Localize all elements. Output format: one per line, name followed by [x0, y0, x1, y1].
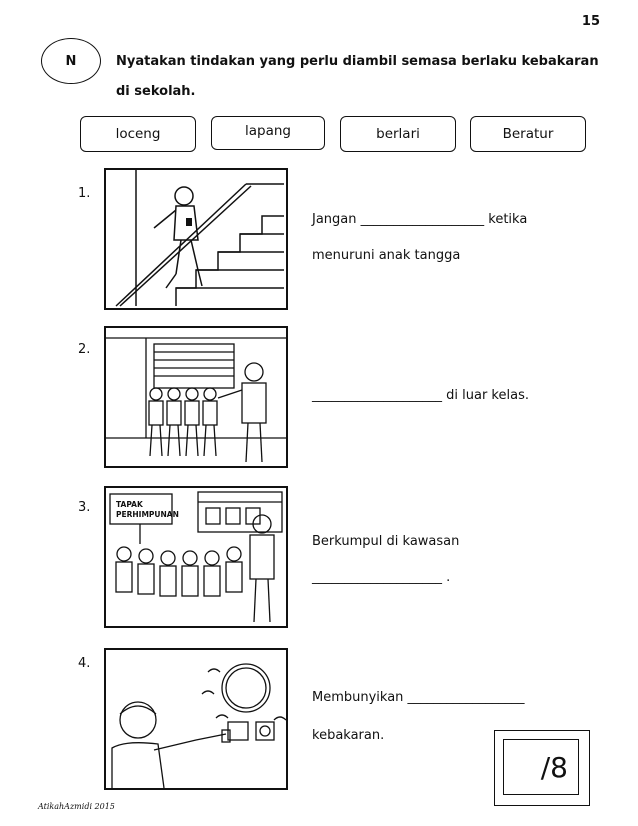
page-number: 15	[581, 14, 600, 29]
question-2-line-1: ____________________ di luar kelas.	[312, 388, 529, 403]
score-text: /8	[503, 739, 579, 795]
picture-queue	[104, 326, 288, 468]
question-number: 1.	[78, 186, 91, 201]
word-bank-beratur: Beratur	[470, 116, 586, 152]
question-number: 3.	[78, 500, 91, 515]
question-4-line-2: kebakaran.	[312, 728, 385, 743]
instruction-text: Nyatakan tindakan yang perlu diambil sem…	[116, 54, 599, 99]
question-1-line-1: Jangan ___________________ ketika	[312, 212, 528, 227]
assembly-sign-text: TAPAK PERHIMPUNAN	[116, 500, 179, 519]
question-3-line-2: ____________________ .	[312, 570, 451, 585]
score-box: /8	[494, 730, 590, 806]
word-bank-berlari: berlari	[340, 116, 456, 152]
question-number: 4.	[78, 656, 91, 671]
picture-fire-alarm	[104, 648, 288, 790]
word-bank-loceng: loceng	[80, 116, 196, 152]
footer-credit: AtikahAzmidi 2015	[38, 802, 115, 811]
question-3-line-1: Berkumpul di kawasan	[312, 534, 460, 549]
question-number: 2.	[78, 342, 91, 357]
picture-stairs	[104, 168, 288, 310]
question-4-line-1: Membunyikan __________________	[312, 690, 525, 705]
question-1-line-2: menuruni anak tangga	[312, 248, 461, 263]
section-badge: N	[41, 38, 101, 84]
word-bank-lapang: lapang	[211, 116, 325, 150]
picture-assembly: TAPAK PERHIMPUNAN	[104, 486, 288, 628]
